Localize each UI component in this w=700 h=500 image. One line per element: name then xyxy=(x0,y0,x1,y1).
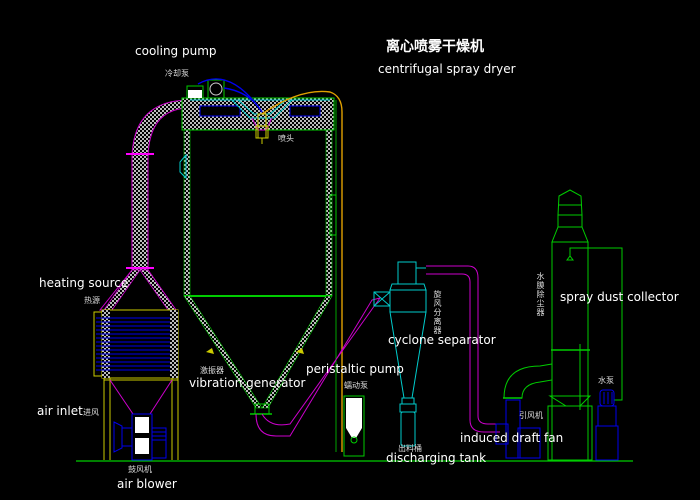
peristaltic-pump-label: peristaltic pump xyxy=(306,362,404,376)
product-duct xyxy=(255,297,382,437)
cooling-pump-label-cn: 冷却泵 xyxy=(165,69,189,78)
air-inlet-label: air inlet xyxy=(37,404,83,418)
cyclone xyxy=(373,261,427,447)
air-blower-unit xyxy=(113,413,167,461)
cooling-pump-label: cooling pump xyxy=(135,44,217,58)
water-pump-label-cn: 水泵 xyxy=(598,376,614,385)
spray-dust-collector-label: spray dust collector xyxy=(560,290,679,304)
feed-line xyxy=(261,90,343,452)
exhaust-duct xyxy=(426,265,500,433)
hot-air-duct xyxy=(98,99,233,311)
air-blower-label-cn: 鼓风机 xyxy=(128,465,152,474)
spray-dust-collector-label-cn: 水膜除尘器 xyxy=(536,272,545,317)
dust-collector xyxy=(547,189,623,461)
nozzle-label-cn: 喷头 xyxy=(278,134,294,143)
vibration-generator-label-cn: 激振器 xyxy=(200,366,224,375)
vibration-generator-label: vibration generator xyxy=(189,376,306,390)
induced-draft-fan-label: induced draft fan xyxy=(460,431,564,445)
title-chinese: 离心喷雾干燥机 xyxy=(386,39,484,55)
peristaltic-pump-label-cn: 蠕动泵 xyxy=(344,381,368,390)
heater xyxy=(93,309,179,460)
water-pump-unit xyxy=(595,389,619,461)
air-blower-label: air blower xyxy=(117,477,177,491)
induced-draft-fan-label-cn: 引风机 xyxy=(519,411,543,420)
heating-source-label-cn: 热源 xyxy=(84,296,100,305)
cooling-pump-unit xyxy=(186,78,263,113)
discharging-tank-label-cn: 出料桶 xyxy=(398,444,422,453)
cyclone-separator-label-cn: 旋风分离器 xyxy=(433,290,442,335)
air-inlet-label-cn: 进风 xyxy=(83,408,99,417)
title-english: centrifugal spray dryer xyxy=(378,62,516,76)
peristaltic-pump-unit xyxy=(343,395,365,457)
drying-chamber xyxy=(179,97,337,415)
heating-source-label: heating source xyxy=(39,276,129,290)
discharging-tank-label: discharging tank xyxy=(386,451,487,465)
cyclone-separator-label: cyclone separator xyxy=(388,333,496,347)
